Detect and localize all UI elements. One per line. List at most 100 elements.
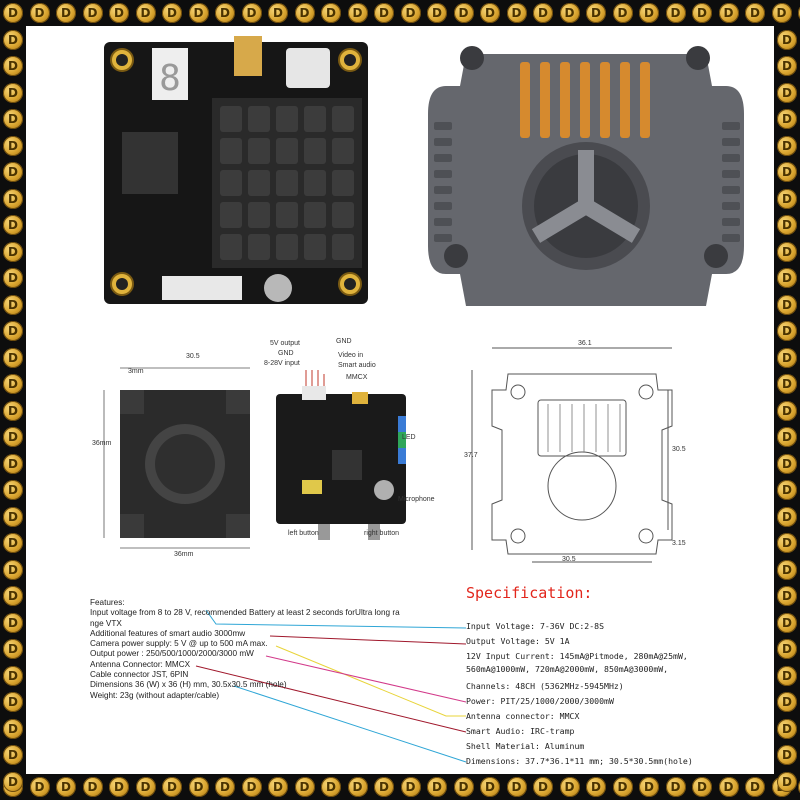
coin-icon: D	[480, 3, 500, 23]
coin-icon: D	[777, 374, 797, 394]
coin-icon: D	[3, 718, 23, 739]
coin-icon: D	[533, 3, 553, 23]
coin-icon: D	[162, 3, 182, 23]
specification-title: Specification:	[466, 584, 593, 602]
vtx-dimension-drawing	[103, 367, 250, 549]
vtx-width-label: 36mm	[174, 551, 194, 558]
coin-icon: D	[427, 3, 447, 23]
pcb-mmcx-label: MMCX	[346, 374, 368, 381]
coin-icon: D	[777, 29, 797, 50]
coin-icon: D	[777, 427, 797, 447]
spec-line: 12V Input Current: 145mA@Pitmode, 280mA@…	[466, 651, 688, 661]
coin-icon: D	[3, 427, 23, 447]
coin-icon: D	[3, 506, 23, 527]
coin-icon: D	[559, 777, 580, 797]
coin-icon: D	[798, 777, 800, 797]
coin-icon: D	[3, 29, 23, 50]
coin-icon: D	[453, 777, 474, 797]
coin-icon: D	[241, 777, 262, 797]
pcb-microphone-label: Microphone	[398, 496, 435, 503]
pcb-gnd-left-label: GND	[278, 350, 294, 357]
coin-icon: D	[777, 241, 797, 262]
case-hole-dia-label: 3.15	[672, 540, 686, 547]
coin-icon: D	[777, 506, 797, 527]
coin-icon: D	[777, 188, 797, 209]
coin-icon: D	[3, 3, 23, 23]
coin-icon: D	[777, 639, 797, 659]
coin-icon: D	[3, 665, 23, 686]
coin-icon: D	[692, 3, 712, 23]
coin-icon: D	[3, 162, 23, 182]
pcb-pinout-drawing	[276, 370, 406, 540]
coin-icon: D	[3, 241, 23, 262]
coin-icon: D	[3, 82, 23, 103]
vtx-height-label: 36mm	[92, 440, 112, 447]
coin-icon: D	[777, 745, 797, 765]
coin-icon: D	[777, 162, 797, 182]
coin-icon: D	[82, 777, 103, 797]
pcb-right-button-label: right button	[364, 530, 400, 537]
coin-icon: D	[777, 665, 797, 686]
coin-icon: D	[453, 3, 474, 23]
coin-icon: D	[188, 3, 209, 23]
coin-icon: D	[109, 777, 129, 797]
coin-icon: D	[533, 777, 553, 797]
coin-icon: D	[480, 777, 500, 797]
coin-icon: D	[56, 3, 76, 23]
spec-line: Input Voltage: 7-36V DC:2-8S	[466, 621, 605, 631]
coin-icon: D	[777, 453, 797, 474]
coin-icon: D	[347, 777, 368, 797]
coin-icon: D	[718, 3, 739, 23]
coin-icon: D	[506, 777, 527, 797]
vtx-top-width-label: 30.5	[186, 353, 200, 360]
coin-icon: D	[3, 612, 23, 633]
coin-icon: D	[3, 268, 23, 288]
feature-line: Weight: 23g (without adapter/cable)	[90, 690, 220, 700]
coin-icon: D	[777, 533, 797, 553]
coin-icon: D	[56, 777, 76, 797]
spec-line: Power: PIT/25/1000/2000/3000mW	[466, 696, 614, 706]
coin-icon: D	[241, 3, 262, 23]
coin-icon: D	[374, 3, 394, 23]
coin-icon: D	[777, 400, 797, 421]
feature-line: Cable connector JST, 6PIN	[90, 670, 189, 680]
coin-icon: D	[665, 3, 686, 23]
coin-icon: D	[3, 639, 23, 659]
pcb-gnd-top-label: GND	[336, 338, 352, 345]
case-hole-spacing-h-label: 30.5	[562, 556, 576, 563]
coin-icon: D	[665, 777, 686, 797]
pcb-video-in-label: Video in	[338, 352, 364, 359]
coin-icon: D	[3, 215, 23, 235]
coin-icon: D	[777, 692, 797, 712]
coin-icon: D	[82, 3, 103, 23]
coin-icon: D	[798, 3, 800, 23]
coin-icon: D	[3, 188, 23, 209]
coin-icon: D	[777, 294, 797, 315]
coin-icon: D	[427, 777, 447, 797]
coin-icon: D	[347, 3, 368, 23]
coin-icon: D	[777, 586, 797, 606]
coin-icon: D	[777, 135, 797, 156]
coin-icon: D	[3, 56, 23, 76]
coin-icon: D	[612, 777, 633, 797]
feature-line: Dimensions 36 (W) x 36 (H) mm, 30.5x30.5…	[90, 680, 287, 690]
spec-line: Output Voltage: 5V 1A	[466, 636, 570, 646]
coin-icon: D	[321, 3, 341, 23]
spec-line: Dimensions: 37.7*36.1*11 mm; 30.5*30.5mm…	[466, 756, 693, 766]
coin-icon: D	[109, 3, 129, 23]
coin-icon: D	[294, 3, 315, 23]
case-width-top-label: 36.1	[578, 340, 592, 347]
case-height-label: 37.7	[464, 452, 478, 459]
vtx-board-photo: 8	[104, 36, 368, 304]
coin-icon: D	[639, 3, 659, 23]
spec-line: Shell Material: Aluminum	[466, 741, 585, 751]
svg-text:8: 8	[159, 58, 181, 99]
coin-icon: D	[3, 745, 23, 765]
features-block: Features: Input voltage from 8 to 28 V, …	[90, 598, 400, 701]
coin-icon: D	[777, 480, 797, 500]
coin-icon: D	[771, 3, 792, 23]
coin-icon: D	[718, 777, 739, 797]
feature-line: Output power : 250/500/1000/2000/3000 mW	[90, 649, 254, 659]
coin-icon: D	[321, 777, 341, 797]
coin-icon: D	[777, 109, 797, 129]
